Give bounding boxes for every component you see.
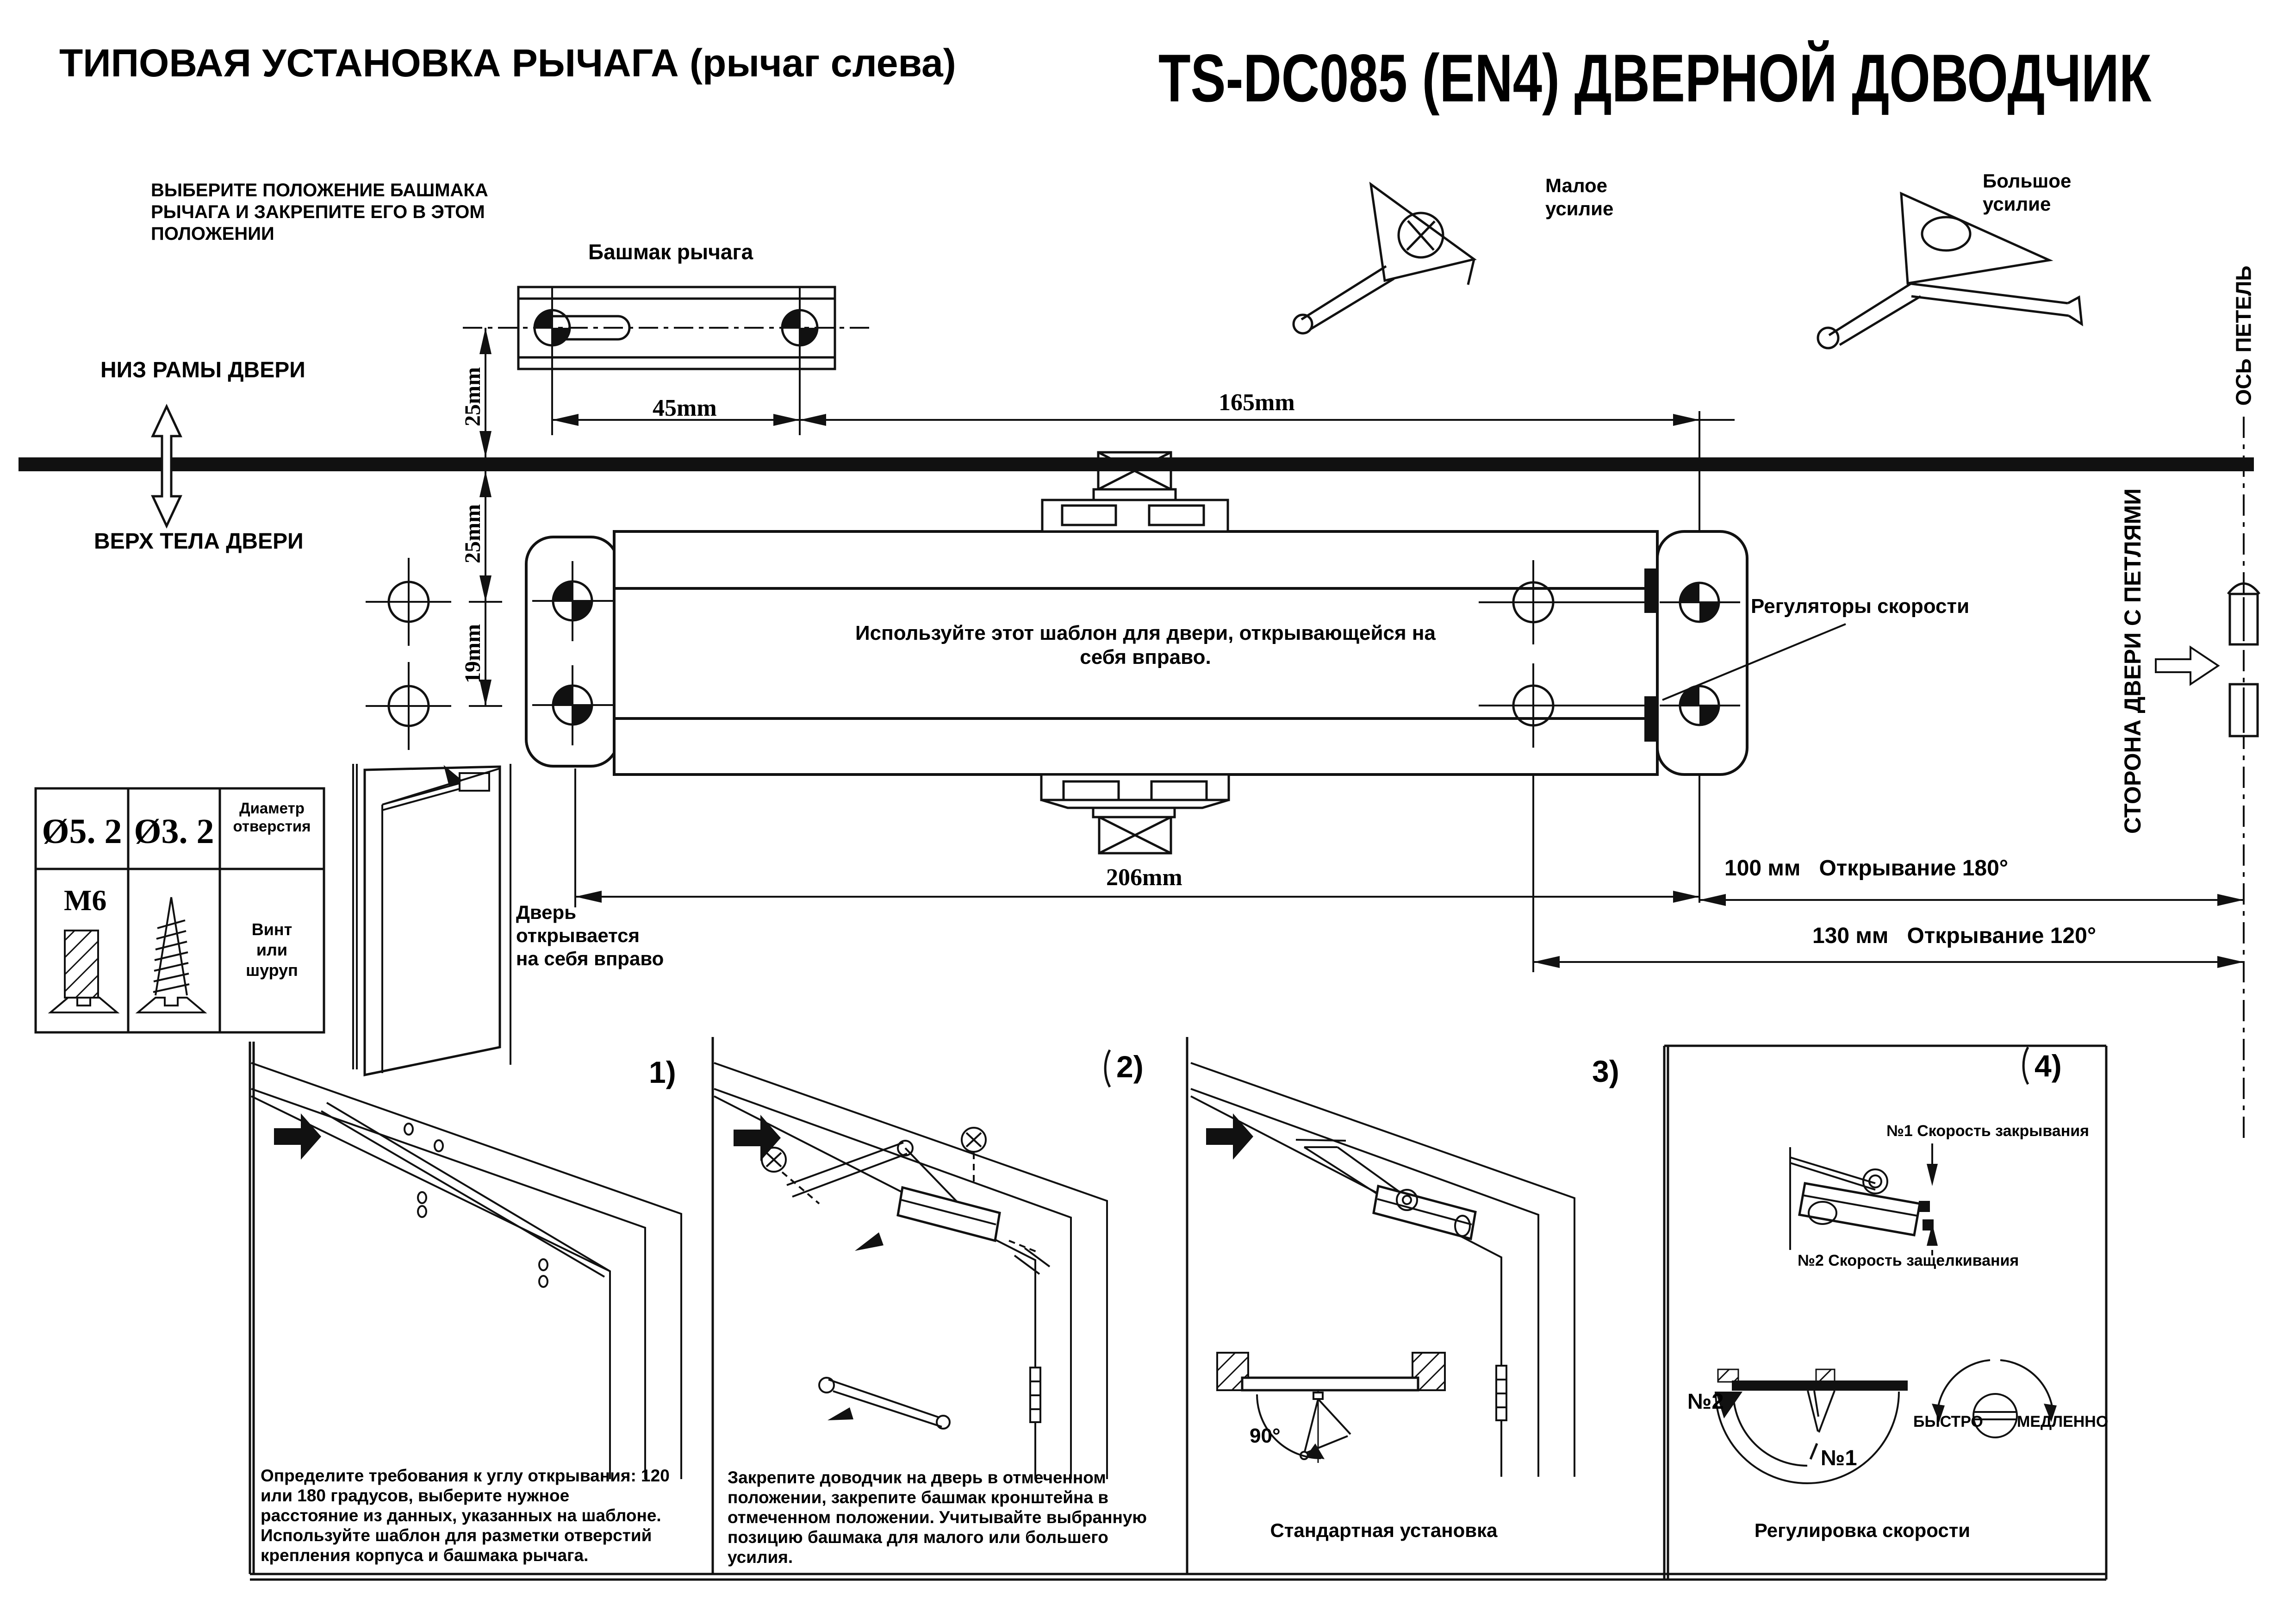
hinge-side-arrow xyxy=(2155,645,2220,686)
dim-open-120: 130 мм Открывание 120° xyxy=(1812,924,2097,948)
dim-19: 19mm xyxy=(460,624,485,683)
dim-open-180: 100 мм Открывание 180° xyxy=(1724,856,2009,881)
panel2-door-frame xyxy=(714,1062,1108,1479)
panel2-small-arrow2 xyxy=(828,1407,853,1420)
closer-body xyxy=(525,530,1748,776)
body-hole-marks xyxy=(553,581,1719,725)
panel1-door-frame xyxy=(251,1062,682,1479)
step3-caption: Стандартная установка xyxy=(1270,1519,1498,1541)
title-right: TS-DC085 (EN4) ДВЕРНОЙ ДОВОДЧИК xyxy=(1158,40,2152,116)
regulators-label: Регуляторы скорости xyxy=(1751,595,1970,618)
panel4-arrow-down xyxy=(1927,1164,1938,1186)
step1-text: Определите требования к углу открывания:… xyxy=(261,1466,670,1565)
panel4-arrow-fast xyxy=(1932,1404,1945,1422)
door-opens-label: Дверь открывается на себя вправо xyxy=(516,901,664,969)
drill-circles xyxy=(366,558,1644,750)
angle-90: 90° xyxy=(1250,1424,1281,1447)
frame-bottom-line xyxy=(19,457,2254,471)
large-force-diagram xyxy=(1817,192,2084,350)
step4-num: 4) xyxy=(2035,1049,2062,1083)
panel2-num-paren xyxy=(1104,1049,1111,1088)
table-bolt-label: M6 xyxy=(64,884,107,917)
small-force-diagram xyxy=(1292,181,1477,335)
door-top-label: ВЕРХ ТЕЛА ДВЕРИ xyxy=(94,529,304,554)
n1-label: №1 xyxy=(1821,1445,1857,1470)
shoe-label: Башмак рычага xyxy=(588,240,753,264)
panel3-arrow xyxy=(1206,1113,1253,1160)
panel4-arrow-up xyxy=(1927,1224,1938,1246)
table-fastener-label: Винт или шуруп xyxy=(246,920,298,980)
speed2-label: №2 Скорость защелкивания xyxy=(1798,1252,2019,1269)
step2-text: Закрепите доводчик на дверь в отмеченном… xyxy=(728,1468,1147,1567)
dim-25-bottom: 25mm xyxy=(460,504,485,563)
table-hole-small: Ø3. 2 xyxy=(134,812,214,851)
panel4-plan-view xyxy=(1715,1368,1908,1484)
dim-206: 206mm xyxy=(1106,864,1182,891)
step1-num: 1) xyxy=(649,1055,676,1089)
force-small-label: Малое усилие xyxy=(1545,175,1614,219)
step3-num: 3) xyxy=(1592,1054,1619,1088)
door-3d-drawing xyxy=(352,764,511,1077)
arm-shoe-hole-marks xyxy=(535,310,817,345)
panel4-speed-screw xyxy=(1936,1359,2054,1438)
hinge-symbols xyxy=(2227,582,2260,737)
panel3-closer-mounted xyxy=(1295,1139,1477,1241)
dim-25-top: 25mm xyxy=(460,367,485,426)
panel4-closer-iso xyxy=(1789,1143,1934,1255)
hinge-axis-label: ОСЬ ПЕТЕЛЬ xyxy=(2231,265,2256,406)
dim-165: 165mm xyxy=(1219,389,1295,416)
step4-caption: Регулировка скорости xyxy=(1754,1519,1971,1541)
table-hole-big: Ø5. 2 xyxy=(42,812,122,851)
select-position-note: ВЫБЕРИТЕ ПОЛОЖЕНИЕ БАШМАКА РЫЧАГА И ЗАКР… xyxy=(151,180,488,244)
title-left: ТИПОВАЯ УСТАНОВКА РЫЧАГА (рычаг слева) xyxy=(59,41,956,85)
table-hole-label: Диаметр отверстия xyxy=(233,800,311,835)
panel2-closer-exploded xyxy=(761,1127,1051,1430)
screw-icon xyxy=(135,897,207,1013)
panel1-arrow xyxy=(274,1113,321,1160)
force-large-label: Большое усилие xyxy=(1983,170,2072,215)
bottom-mount-plate xyxy=(1040,773,1230,855)
panel2-small-arrow1 xyxy=(855,1232,884,1251)
panel4-num-paren xyxy=(2022,1046,2029,1085)
fastener-table xyxy=(34,787,325,1034)
dim-45: 45mm xyxy=(653,395,717,421)
speed-valves xyxy=(1644,568,1657,742)
bolt-icon xyxy=(48,930,120,1013)
regulators-leader xyxy=(1662,623,1846,701)
fast-label: БЫСТРО xyxy=(1913,1413,1983,1430)
speed1-label: №1 Скорость закрывания xyxy=(1886,1122,2089,1140)
frame-door-gap-arrow xyxy=(151,404,182,529)
panel3-door-frame xyxy=(1190,1062,1575,1477)
panel4-arrow-slow xyxy=(2044,1404,2057,1422)
panel3-plan-view xyxy=(1216,1352,1446,1463)
n2-label: №2 xyxy=(1687,1389,1724,1413)
dimension-arrows xyxy=(479,328,2244,968)
slow-label: МЕДЛЕННО xyxy=(2017,1413,2109,1430)
hinge-side-label: СТОРОНА ДВЕРИ С ПЕТЛЯМИ xyxy=(2120,488,2146,834)
template-note: Используйте этот шаблон для двери, откры… xyxy=(855,622,1436,668)
step2-num: 2) xyxy=(1116,1049,1144,1084)
panel-borders xyxy=(249,1037,2108,1581)
panel2-arrow xyxy=(734,1115,781,1161)
frame-bottom-label: НИЗ РАМЫ ДВЕРИ xyxy=(100,358,305,382)
